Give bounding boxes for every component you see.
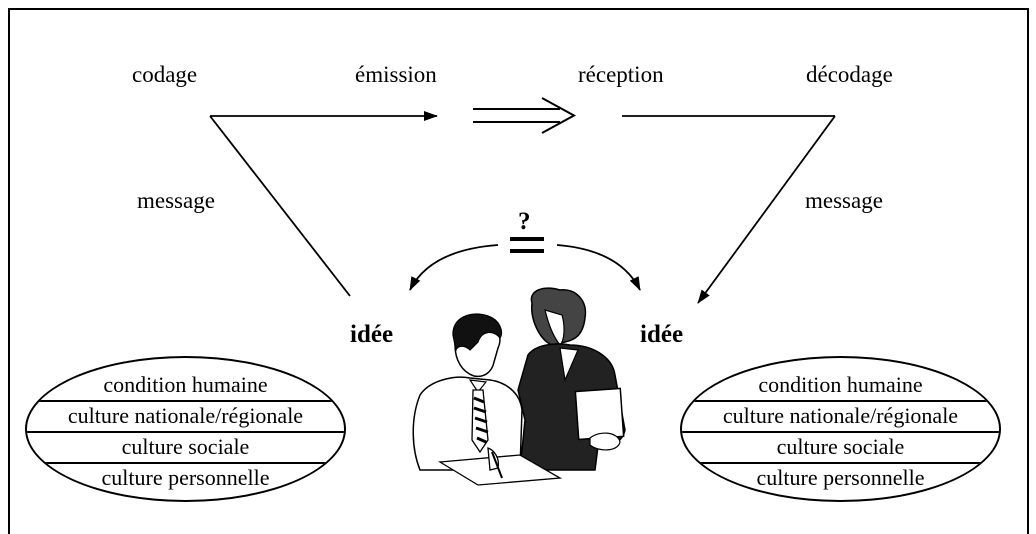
left-layer-divider <box>27 462 344 464</box>
right-layer-divider <box>682 431 999 433</box>
left-layer-divider <box>27 400 344 402</box>
left-layer-culture-sociale: culture sociale <box>121 434 250 459</box>
right-message-arrow <box>697 115 836 304</box>
right-idea-label: idée <box>640 321 684 348</box>
right-layer-divider <box>682 400 999 402</box>
left-curve-arrow <box>409 244 499 291</box>
reception-label: réception <box>578 62 664 87</box>
left-message-line <box>209 115 351 297</box>
people-illustration <box>412 287 626 486</box>
left-layer-culture-personnelle: culture personnelle <box>101 465 270 490</box>
equals-sign <box>510 237 544 253</box>
left-layer-condition-humaine: condition humaine <box>103 372 268 397</box>
right-layer-divider <box>682 462 999 464</box>
left-layer-divider <box>27 431 344 433</box>
left-message-label: message <box>137 188 215 213</box>
codage-label: codage <box>132 62 198 87</box>
right-message-label: message <box>805 188 883 213</box>
decodage-label: décodage <box>806 62 893 87</box>
right-curve-arrow <box>556 244 641 291</box>
woman-figure <box>517 287 626 471</box>
left-layer-culture-nationale: culture nationale/régionale <box>67 403 304 428</box>
right-culture-oval: condition humaine culture nationale/régi… <box>680 356 1001 502</box>
diagram-frame <box>8 8 1029 534</box>
man-figure <box>412 313 563 486</box>
right-layer-culture-personnelle: culture personnelle <box>756 465 925 490</box>
question-mark: ? <box>518 208 531 235</box>
right-layer-condition-humaine: condition humaine <box>758 372 923 397</box>
emission-label: émission <box>355 62 437 87</box>
left-culture-oval: condition humaine culture nationale/régi… <box>25 356 346 502</box>
right-layer-culture-sociale: culture sociale <box>776 434 905 459</box>
transmission-double-arrow <box>473 97 577 134</box>
left-idea-label: idée <box>350 321 394 348</box>
right-layer-culture-nationale: culture nationale/régionale <box>722 403 959 428</box>
